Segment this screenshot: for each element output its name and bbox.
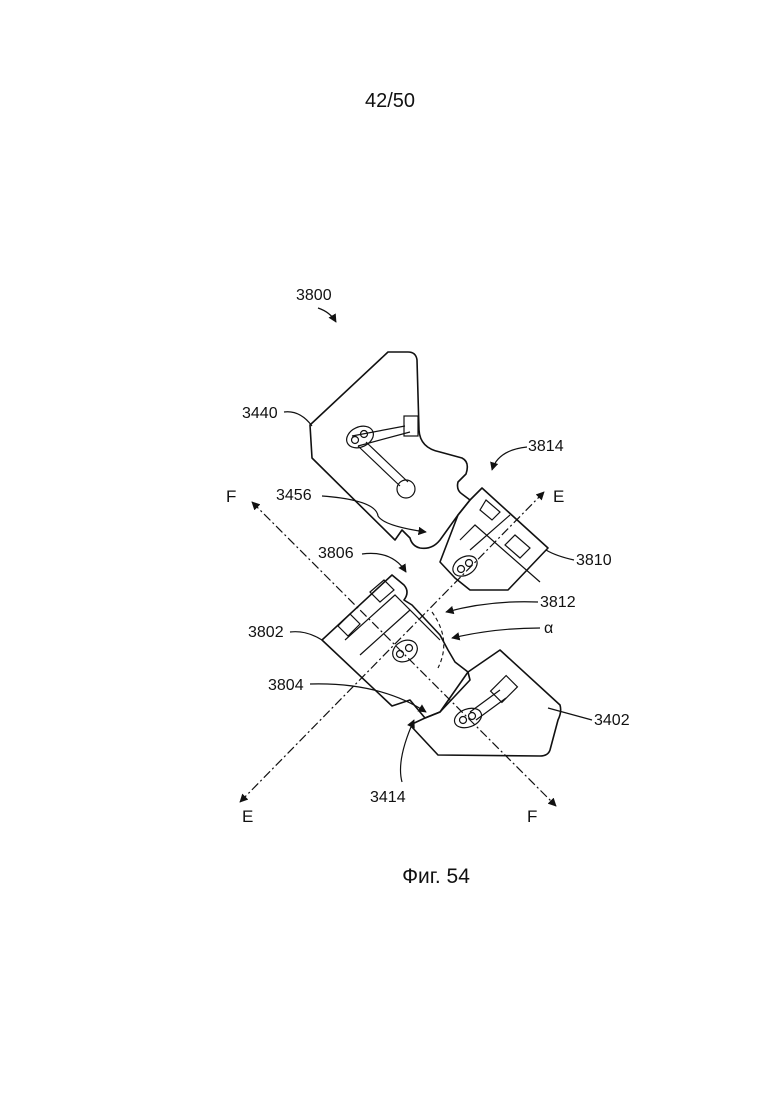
label-3456: 3456: [276, 487, 312, 504]
axis-label-e-bottom: E: [242, 807, 253, 826]
bracket-3402: [491, 676, 518, 703]
lug-3802: [389, 636, 422, 666]
label-alpha: α: [544, 620, 553, 637]
axis-label-f-bottom: F: [527, 807, 537, 826]
label-3800: 3800: [296, 287, 332, 304]
leader-3806: [362, 553, 406, 572]
label-3402: 3402: [594, 712, 630, 729]
label-3814: 3814: [528, 438, 564, 455]
leader-3814: [492, 447, 527, 470]
leader-3402: [548, 708, 592, 720]
hole-3802a: [397, 651, 404, 658]
leader-3812: [446, 602, 538, 612]
pivot-3440: [397, 480, 415, 498]
label-3414: 3414: [370, 789, 406, 806]
assembly-arrow: [318, 308, 336, 322]
hole-3802b: [406, 645, 413, 652]
leader-alpha: [452, 628, 540, 638]
component-3440-outline: [310, 352, 470, 548]
hole-3810a: [458, 566, 465, 573]
component-3402-outline: [410, 650, 561, 756]
leader-3414: [401, 720, 415, 782]
axis-label-e-top: E: [553, 487, 564, 506]
leader-3802: [290, 632, 322, 640]
hole-3440a: [352, 437, 359, 444]
leader-3456: [322, 496, 426, 532]
hole-3402a: [460, 717, 467, 724]
figure-caption: Фиг. 54: [0, 865, 780, 889]
hole-3402b: [469, 713, 476, 720]
leader-3810: [546, 550, 574, 560]
label-3812: 3812: [540, 594, 576, 611]
label-3802: 3802: [248, 624, 284, 641]
leader-3440: [284, 412, 312, 426]
label-3804: 3804: [268, 677, 304, 694]
label-3806: 3806: [318, 545, 354, 562]
label-3440: 3440: [242, 405, 278, 422]
label-3810: 3810: [576, 552, 612, 569]
link-3440: [358, 442, 408, 486]
axis-label-f-top: F: [226, 487, 236, 506]
leader-3804: [310, 684, 426, 712]
